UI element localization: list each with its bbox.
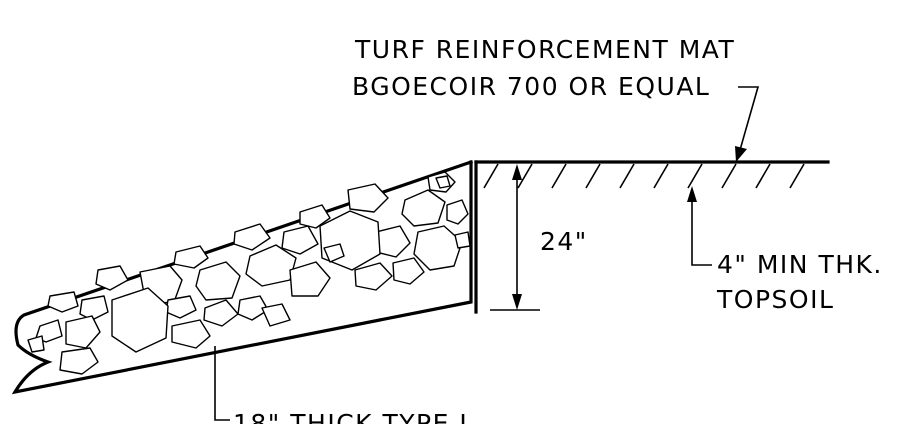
- riprap-rocks: [27, 171, 471, 375]
- topsoil-arrowhead: [687, 186, 697, 202]
- riprap-layer-outline: [11, 159, 474, 395]
- turf-mat-leader: [738, 86, 760, 151]
- topsoil-thickness-label: 4" MIN THK.: [717, 250, 883, 279]
- riprap-label: 18" THICK TYPE I: [233, 409, 468, 424]
- topsoil-hatching: [483, 163, 805, 189]
- turf-mat-arrowhead: [735, 146, 747, 162]
- turf-mat-label: TURF REINFORCEMENT MAT: [354, 35, 735, 64]
- turf-mat-spec-label: BGOECOIR 700 OR EQUAL: [352, 72, 710, 101]
- topsoil-leader: [691, 198, 712, 266]
- depth-dimension-label: 24": [540, 227, 588, 256]
- depth-dimension: [490, 164, 540, 311]
- riprap-leader: [214, 346, 230, 421]
- topsoil-label: TOPSOIL: [716, 285, 834, 314]
